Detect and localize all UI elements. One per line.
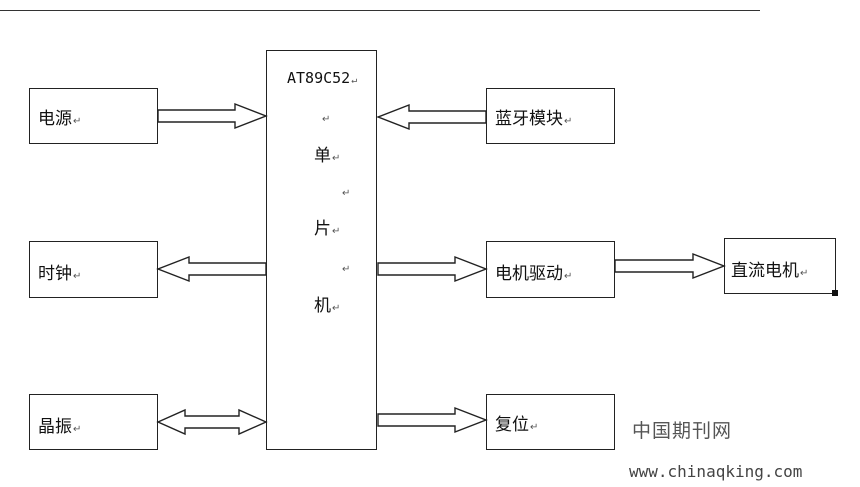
mcu-char-3: 机↵ (314, 296, 341, 316)
arrow-mcu-to-reset (377, 406, 488, 434)
mcu-empty-line: ↵ (342, 188, 351, 199)
bluetooth-label: 蓝牙模块↵ (495, 109, 573, 129)
arrow-crystal-mcu (156, 408, 268, 436)
mcu-block: AT89C52↵ ↵ 单↵ ↵ 片↵ ↵ 机↵ (266, 50, 377, 450)
crystal-label: 晶振↵ (38, 417, 82, 437)
mcu-empty-line: ↵ (342, 264, 351, 275)
arrow-mcu-to-clock (156, 255, 267, 283)
mcu-empty-line: ↵ (322, 114, 331, 125)
watermark-url: www.chinaqking.com (629, 462, 803, 481)
mcu-char-2: 片↵ (314, 219, 341, 239)
power-block: 电源↵ (29, 88, 158, 144)
motor-driver-label: 电机驱动↵ (495, 264, 573, 284)
reset-block: 复位↵ (486, 394, 615, 450)
dc-motor-block: 直流电机↵ (724, 238, 836, 294)
mcu-char-1: 单↵ (314, 146, 341, 166)
dc-motor-label: 直流电机↵ (731, 261, 809, 281)
watermark-name: 中国期刊网 (632, 420, 733, 442)
arrow-driver-to-dc-motor (614, 252, 726, 280)
selection-handle (832, 290, 838, 296)
reset-label: 复位↵ (495, 415, 539, 435)
arrow-mcu-to-motor-driver (377, 255, 488, 283)
bluetooth-block: 蓝牙模块↵ (486, 88, 615, 144)
motor-driver-block: 电机驱动↵ (486, 241, 615, 298)
power-label: 电源↵ (38, 109, 82, 129)
mcu-title: AT89C52↵ (287, 69, 358, 87)
clock-label: 时钟↵ (38, 264, 82, 284)
arrow-bluetooth-to-mcu (376, 103, 487, 131)
crystal-block: 晶振↵ (29, 394, 158, 450)
header-rule (0, 10, 760, 11)
arrow-power-to-mcu (157, 102, 268, 130)
